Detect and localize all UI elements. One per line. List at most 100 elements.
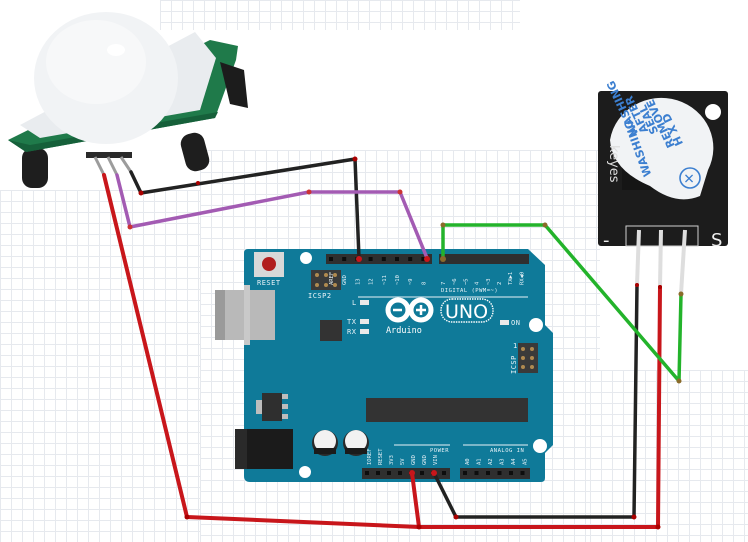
header-pin-socket[interactable]: [365, 471, 369, 475]
icsp2-header: [311, 270, 341, 290]
pin-label: A1: [477, 458, 483, 465]
header-pin-socket[interactable]: [381, 257, 386, 261]
header-pin-socket[interactable]: [486, 471, 490, 475]
pin-label: A0: [465, 458, 471, 465]
pir-sensor: [8, 12, 248, 188]
led-rx: [360, 329, 369, 334]
header-pin-socket[interactable]: [395, 257, 399, 261]
icsp-header: [518, 343, 538, 373]
header-pin-socket[interactable]: [509, 471, 513, 475]
atmega328-chip: [366, 398, 528, 422]
led-tx-label: TX: [347, 318, 357, 326]
header-pin-socket[interactable]: [398, 471, 402, 475]
header-pin-socket[interactable]: [474, 471, 479, 475]
header-pin-socket[interactable]: [463, 471, 467, 475]
mounting-hole: [529, 318, 543, 332]
pin-label: ~10: [395, 275, 401, 285]
pin-gnd2-connection: [431, 470, 437, 476]
power-label: POWER: [430, 448, 449, 454]
pin-label: GND: [422, 455, 428, 465]
pin-d7-connection: [440, 256, 446, 262]
usb-port-edge: [215, 290, 225, 340]
pin-label: 5V: [400, 458, 406, 465]
buzzer-pin-signal: [679, 229, 687, 295]
header-pin-socket[interactable]: [520, 471, 525, 475]
wire-pir-vcc-to-5v: [102, 173, 421, 529]
usb-port-tab: [244, 285, 250, 345]
header-pin-socket[interactable]: [329, 257, 333, 261]
header-pin-socket[interactable]: [442, 471, 446, 475]
pin-label: 4: [475, 281, 481, 285]
header-pin-socket[interactable]: [421, 257, 426, 261]
grid-background-right: [590, 370, 748, 542]
pin-label: GND: [342, 275, 348, 285]
buzzer-pin-minus: [635, 229, 641, 286]
voltage-regulator: [256, 393, 288, 421]
pin-label: VIN: [433, 455, 439, 465]
power-jack-shade: [235, 429, 247, 469]
pir-capacitor: [180, 132, 210, 172]
icsp-pin1-label: 1: [513, 342, 518, 350]
pir-pin-vcc: [93, 156, 106, 176]
led-on-label: ON: [511, 319, 520, 327]
pin-label: ~9: [408, 278, 414, 285]
header-pin-socket[interactable]: [408, 257, 413, 261]
mounting-hole: [300, 252, 312, 264]
buzzer-mount-hole: [705, 104, 721, 120]
pir-pin-out: [106, 156, 119, 176]
capacitor: [343, 430, 369, 456]
pin-label: IOREF: [367, 448, 373, 465]
header-pin-socket[interactable]: [376, 471, 380, 475]
pin-d8-connection: [424, 256, 430, 262]
wire-pir-gnd-to-gnd: [129, 157, 361, 260]
buzzer-pin-vcc: [658, 229, 663, 288]
pin-label: ~11: [382, 275, 388, 285]
buzzer-brand: keyes: [606, 145, 621, 183]
pin-label: 13: [355, 278, 361, 285]
led-l-label: L: [352, 299, 357, 307]
pin-label: A2: [488, 458, 494, 465]
mounting-hole: [533, 439, 547, 453]
wire-buzzer-gnd-to-gnd: [432, 283, 639, 519]
header-pin-socket[interactable]: [342, 257, 347, 261]
arduino-infinity-logo: [385, 297, 434, 323]
buzzer-minus-label: -: [603, 230, 610, 251]
arduino-brand-text: Arduino: [386, 326, 422, 336]
icsp-label: ICSP: [510, 355, 518, 374]
pin-label: AREF: [329, 272, 335, 285]
led-l: [360, 300, 369, 305]
pir-pin-header: [86, 152, 132, 158]
reset-button[interactable]: [262, 257, 276, 271]
power-header: [362, 468, 450, 479]
pin-label: 12: [369, 278, 375, 285]
header-pin-socket[interactable]: [420, 471, 424, 475]
pin-label: RX◀0: [519, 272, 525, 285]
pin-label: GND: [411, 455, 417, 465]
pin-label: RESET: [378, 448, 384, 465]
icsp2-label: ICSP2: [308, 292, 332, 300]
reset-label: RESET: [257, 279, 281, 287]
header-pin-socket[interactable]: [368, 257, 373, 261]
led-tx: [360, 319, 369, 324]
pin-label: 3V3: [389, 455, 395, 465]
pir-side-header: [220, 62, 248, 108]
pin-label: 7: [441, 282, 447, 285]
uno-logo-badge: [440, 298, 494, 323]
pin-gnd-connection: [356, 256, 362, 262]
pin-label: ~6: [452, 278, 458, 285]
digital-header-low: [439, 254, 529, 264]
digital-header-high: [326, 254, 432, 264]
pin-label: ~3: [486, 278, 492, 285]
pin-label: A3: [500, 458, 506, 465]
header-pin-socket[interactable]: [387, 471, 391, 475]
buzzer-sticker: [610, 97, 714, 200]
mounting-hole: [299, 466, 311, 478]
pin-5v-connection: [409, 470, 415, 476]
pir-pin-gnd: [119, 156, 133, 173]
header-pin-socket[interactable]: [497, 471, 502, 475]
analog-header: [460, 468, 530, 479]
buzzer-signal-label: S: [711, 230, 722, 251]
digital-label: DIGITAL (PWM=~): [441, 288, 498, 294]
